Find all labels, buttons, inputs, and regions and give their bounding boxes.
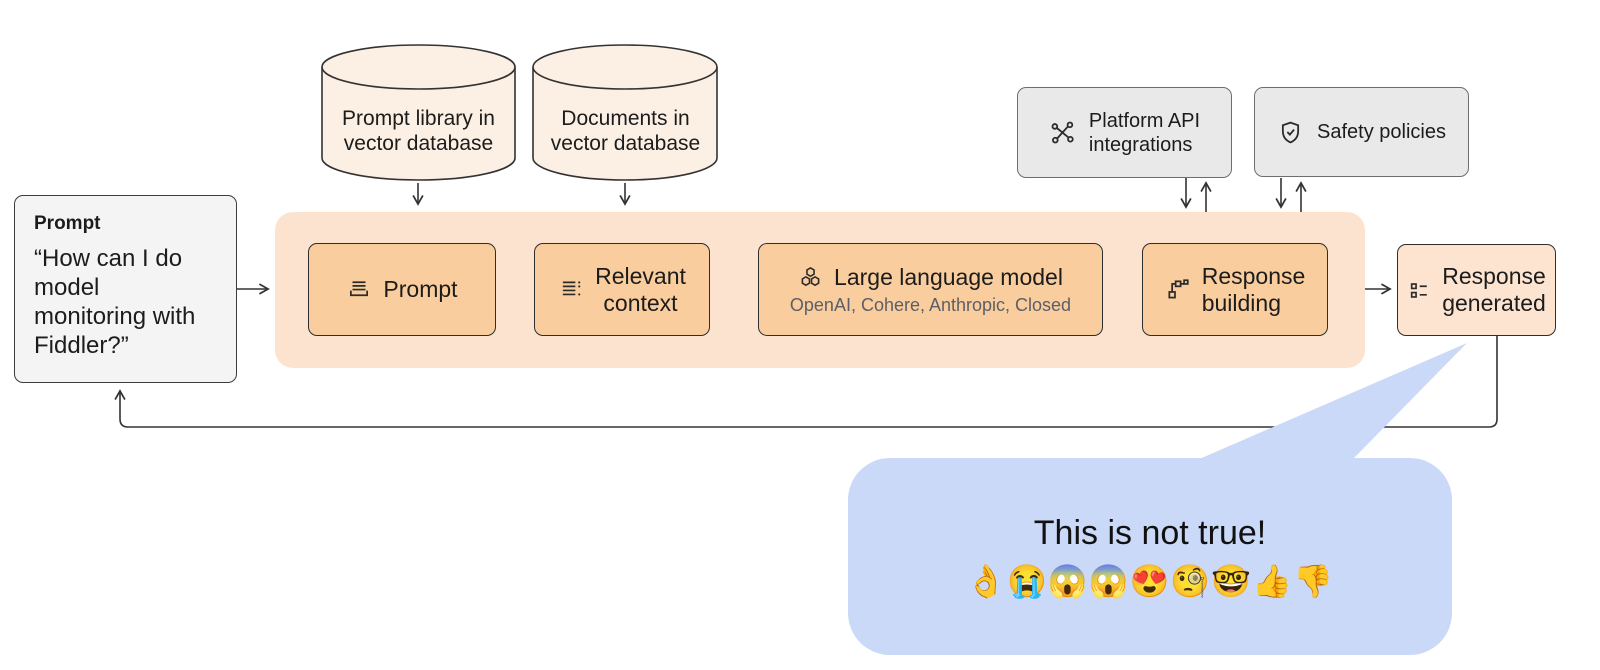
pipeline-prompt-label: Prompt (383, 276, 458, 302)
database-cylinder-icon (532, 44, 718, 181)
feedback-loop-arrow (114, 336, 1498, 428)
response-building-box: Response building (1142, 243, 1328, 336)
prompt-lines-icon (346, 277, 372, 303)
user-feedback-callout: This is not true! 👌😭😱😱😍🧐🤓👍👎 (848, 458, 1452, 655)
callout-tail (1197, 343, 1467, 460)
prompt-card-title: Prompt (34, 213, 101, 234)
documents-db-label: Documents in vector database (550, 107, 701, 155)
callout-emoji-row: 👌😭😱😱😍🧐🤓👍👎 (966, 562, 1334, 599)
relevant-context-label: Relevant context (595, 262, 686, 316)
network-nodes-icon (1049, 119, 1076, 146)
database-cylinder-icon (321, 44, 516, 181)
user-prompt-card: Prompt “How can I do model monitoring wi… (14, 195, 237, 383)
response-building-label: Response building (1201, 262, 1306, 316)
safety-policies-box: Safety policies (1254, 87, 1469, 177)
pipeline-prompt-box: Prompt (308, 243, 496, 336)
callout-text: This is not true! (1033, 513, 1267, 552)
response-generated-label: Response generated (1442, 263, 1546, 316)
shield-check-icon (1277, 119, 1304, 146)
relevant-context-box: Relevant context (534, 243, 710, 336)
platform-api-integrations-box: Platform API integrations (1017, 87, 1232, 178)
large-language-model-label: Large language model (834, 263, 1063, 290)
llm-providers-label: OpenAI, Cohere, Anthropic, Closed (789, 294, 1072, 315)
safety-policies-label: Safety policies (1317, 121, 1446, 143)
flow-nodes-icon (1165, 277, 1191, 303)
prompt-card-quote: “How can I do model monitoring with Fidd… (34, 245, 196, 359)
prompt-library-db-label: Prompt library in vector database (342, 107, 495, 155)
list-items-icon (1407, 278, 1432, 303)
response-generated-box: Response generated (1397, 244, 1556, 336)
large-language-model-box: Large language model OpenAI, Cohere, Ant… (758, 243, 1103, 336)
context-lines-icon (558, 277, 584, 303)
platform-api-integrations-label: Platform API integrations (1088, 109, 1201, 156)
cubes-icon (798, 265, 823, 290)
